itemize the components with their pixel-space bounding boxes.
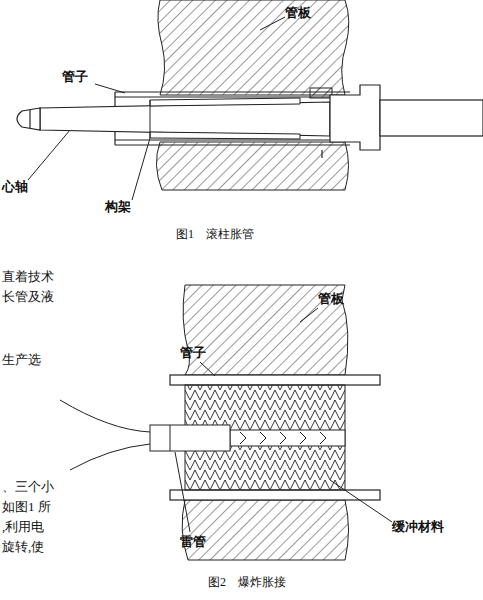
leader-lines [175, 308, 392, 532]
body-text: 长管及液 [2, 290, 54, 304]
part-label: 管子 [180, 346, 206, 360]
body-text: 直着技术 [2, 270, 54, 284]
body-text: 生产选 [2, 353, 41, 367]
tube-plate [156, 0, 348, 190]
body-text: 如图1 所 [2, 500, 51, 514]
body-text: 旋转,使 [2, 540, 44, 554]
figure-caption: 图2 爆炸胀接 [208, 576, 286, 589]
leader-lines [28, 17, 285, 200]
part-label: 管子 [62, 70, 88, 84]
detonator [60, 400, 230, 470]
body-text: 、三个小 [2, 480, 54, 494]
tool-body [322, 85, 483, 158]
roller-cage [150, 88, 332, 139]
part-label: 管板 [285, 6, 311, 20]
body-text: ,利用电 [2, 520, 44, 534]
tube-plate [182, 285, 348, 560]
mandrel [17, 102, 330, 136]
part-label: 缓冲材料 [392, 520, 444, 534]
part-label: 雷管 [180, 535, 206, 549]
part-label: 构架 [105, 200, 131, 214]
part-label: 管板 [318, 292, 344, 306]
part-label: 心轴 [2, 180, 28, 194]
figure-caption: 图1 滚柱胀管 [176, 228, 254, 241]
